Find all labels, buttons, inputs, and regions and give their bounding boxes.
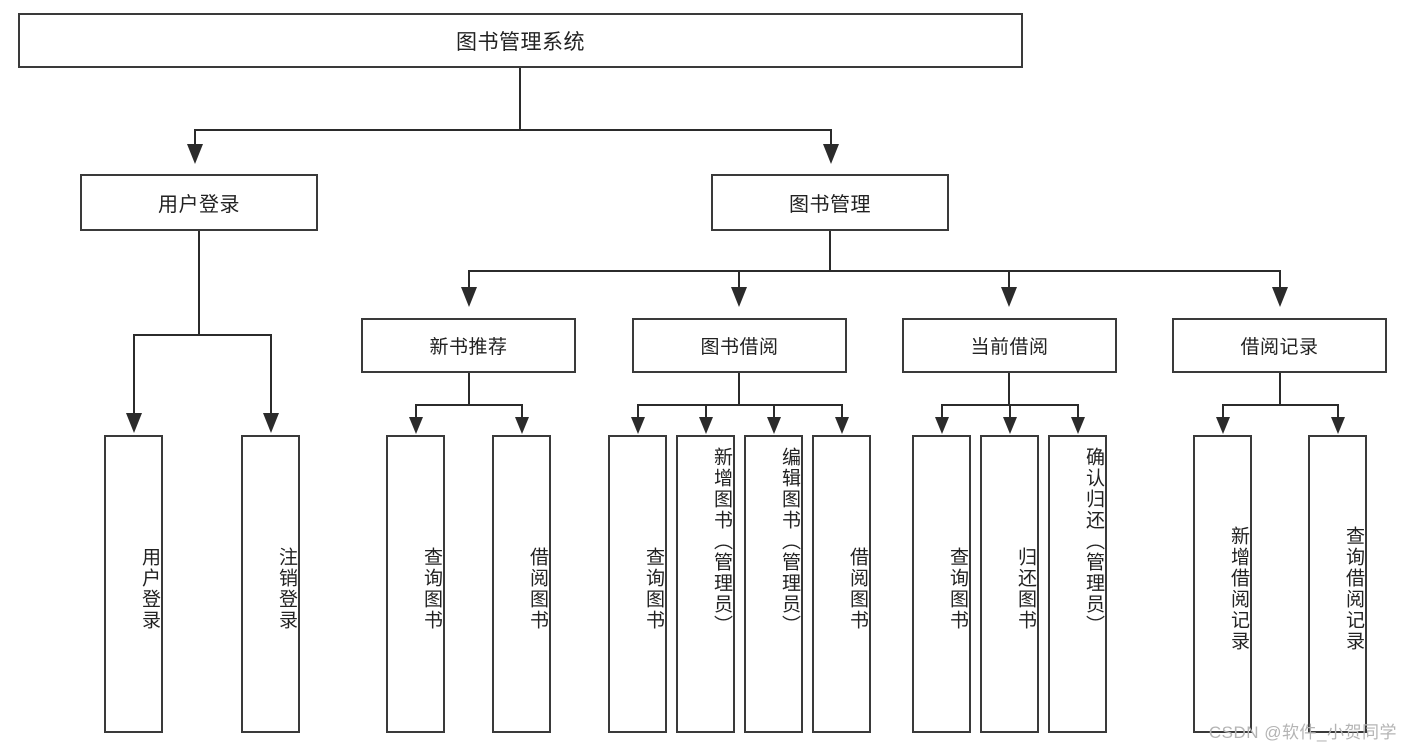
- connector-new-book-stem: [468, 373, 470, 405]
- connector-book-management-stem: [829, 231, 831, 271]
- arrow-to-leaf-edit-book: [767, 417, 781, 434]
- connector-current-borrow-stem: [1008, 373, 1010, 405]
- arrow-to-leaf-add-record: [1216, 417, 1230, 434]
- connector-book-borrow-stem: [738, 373, 740, 405]
- arrow-to-leaf-add-book: [699, 417, 713, 434]
- leaf-add-book-admin[interactable]: 新增图书（管理员）: [676, 435, 735, 733]
- connector-level1-bus: [194, 129, 831, 131]
- node-root-library-system[interactable]: 图书管理系统: [18, 13, 1023, 68]
- connector-borrow-records-stem: [1279, 373, 1281, 405]
- leaf-borrow-book-borrow[interactable]: 借阅图书: [812, 435, 871, 733]
- connector-user-login-drop-1: [270, 334, 272, 414]
- arrow-to-leaf-query-book-3: [935, 417, 949, 434]
- leaf-user-login[interactable]: 用户登录: [104, 435, 163, 733]
- arrow-to-leaf-query-record: [1331, 417, 1345, 434]
- connector-level2-drop-0: [468, 270, 470, 288]
- arrow-to-leaf-return-book: [1003, 417, 1017, 434]
- connector-level1-drop-0: [194, 129, 196, 145]
- arrow-to-borrow-records: [1272, 287, 1288, 307]
- arrow-to-leaf-query-book-2: [631, 417, 645, 434]
- connector-level1-drop-1: [830, 129, 832, 145]
- leaf-query-book-new[interactable]: 查询图书: [386, 435, 445, 733]
- leaf-query-book-current[interactable]: 查询图书: [912, 435, 971, 733]
- leaf-add-borrow-record[interactable]: 新增借阅记录: [1193, 435, 1252, 733]
- connector-book-borrow-drop-0: [637, 404, 639, 418]
- arrow-to-leaf-logout: [263, 413, 279, 433]
- arrow-to-new-book-recommend: [461, 287, 477, 307]
- connector-level2-drop-3: [1279, 270, 1281, 288]
- arrow-to-leaf-confirm-return: [1071, 417, 1085, 434]
- node-book-management[interactable]: 图书管理: [711, 174, 949, 231]
- connector-level2-bus: [468, 270, 1280, 272]
- leaf-query-borrow-record[interactable]: 查询借阅记录: [1308, 435, 1367, 733]
- connector-current-borrow-drop-1: [1009, 404, 1011, 418]
- arrow-to-current-borrow: [1001, 287, 1017, 307]
- node-borrow-records[interactable]: 借阅记录: [1172, 318, 1387, 373]
- connector-new-book-drop-0: [415, 404, 417, 418]
- leaf-borrow-book-new[interactable]: 借阅图书: [492, 435, 551, 733]
- leaf-query-book-borrow[interactable]: 查询图书: [608, 435, 667, 733]
- arrow-to-leaf-borrow-book-2: [835, 417, 849, 434]
- arrow-to-leaf-borrow-book-1: [515, 417, 529, 434]
- arrow-to-book-borrow: [731, 287, 747, 307]
- node-book-borrow[interactable]: 图书借阅: [632, 318, 847, 373]
- node-user-login[interactable]: 用户登录: [80, 174, 318, 231]
- arrow-to-leaf-user-login: [126, 413, 142, 433]
- connector-book-borrow-drop-3: [841, 404, 843, 418]
- connector-user-login-bus: [133, 334, 271, 336]
- node-current-borrow[interactable]: 当前借阅: [902, 318, 1117, 373]
- leaf-confirm-return-admin[interactable]: 确认归还（管理员）: [1048, 435, 1107, 733]
- node-new-book-recommend[interactable]: 新书推荐: [361, 318, 576, 373]
- connector-current-borrow-drop-2: [1077, 404, 1079, 418]
- arrow-to-leaf-query-book-1: [409, 417, 423, 434]
- leaf-edit-book-admin[interactable]: 编辑图书（管理员）: [744, 435, 803, 733]
- connector-new-book-bus: [415, 404, 522, 406]
- arrow-to-book-management: [823, 144, 839, 164]
- connector-book-borrow-drop-1: [705, 404, 707, 418]
- connector-book-borrow-bus: [637, 404, 842, 406]
- connector-book-borrow-drop-2: [773, 404, 775, 418]
- connector-user-login-stem: [198, 231, 200, 335]
- connector-level2-drop-2: [1008, 270, 1010, 288]
- connector-borrow-records-drop-0: [1222, 404, 1224, 418]
- watermark-text: CSDN @软件_小贺同学: [1208, 723, 1397, 742]
- connector-current-borrow-drop-0: [941, 404, 943, 418]
- leaf-logout[interactable]: 注销登录: [241, 435, 300, 733]
- connector-borrow-records-drop-1: [1337, 404, 1339, 418]
- connector-root-stem: [519, 68, 521, 130]
- arrow-to-user-login: [187, 144, 203, 164]
- connector-user-login-drop-0: [133, 334, 135, 414]
- connector-borrow-records-bus: [1222, 404, 1338, 406]
- connector-level2-drop-1: [738, 270, 740, 288]
- connector-new-book-drop-1: [521, 404, 523, 418]
- leaf-return-book[interactable]: 归还图书: [980, 435, 1039, 733]
